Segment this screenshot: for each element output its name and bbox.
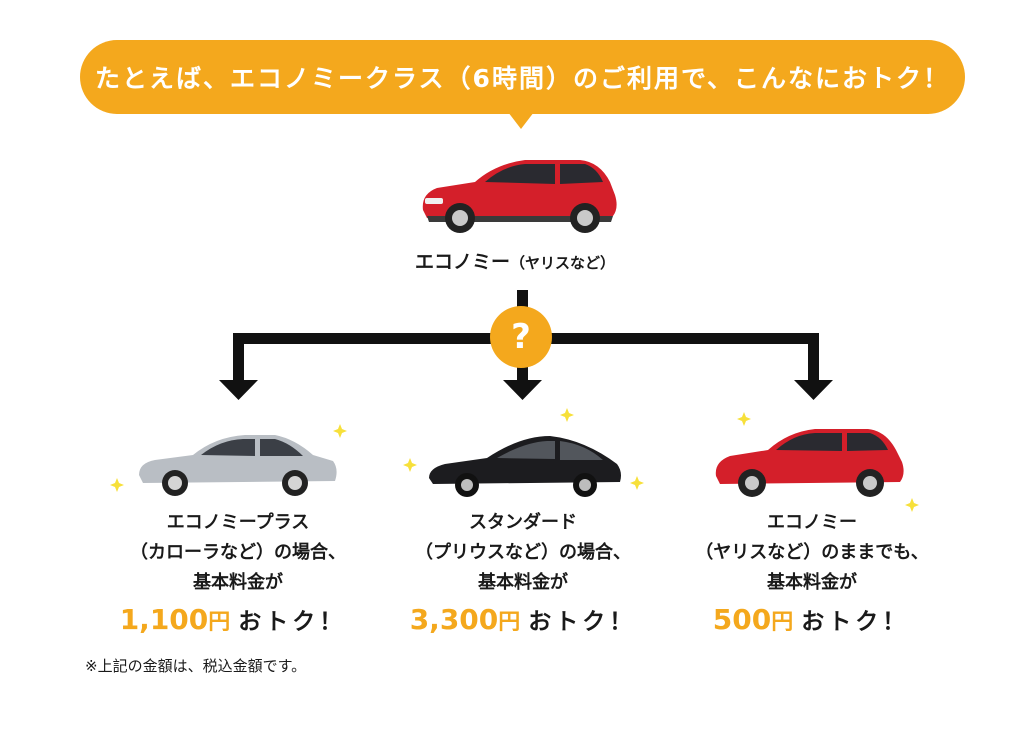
question-mark-icon: ? bbox=[490, 306, 552, 368]
economy-car-image bbox=[415, 150, 625, 240]
option-desc: 基本料金が bbox=[478, 572, 568, 593]
economy-label-main: エコノミー bbox=[414, 251, 510, 273]
option-desc: 基本料金が bbox=[767, 572, 857, 593]
sparkle-icon bbox=[905, 498, 919, 512]
economy-label: エコノミー（ヤリスなど） bbox=[380, 247, 650, 274]
saving-amount: 500 bbox=[712, 603, 772, 636]
sparkle-icon bbox=[110, 478, 124, 492]
option-desc: （ヤリスなど）のままでも、 bbox=[695, 542, 929, 563]
arrow-left bbox=[219, 380, 258, 400]
headline-text: たとえば、エコノミークラス（6時間）のご利用で、こんなにおトク！ bbox=[95, 64, 950, 93]
sparkle-icon bbox=[333, 424, 347, 438]
option-desc: （プリウスなど）の場合、 bbox=[415, 542, 631, 563]
saving-economy: 500円おトク！ bbox=[661, 602, 961, 636]
yen-unit: 円 bbox=[771, 610, 794, 635]
yen-unit: 円 bbox=[498, 610, 521, 635]
option-title: エコノミープラス bbox=[166, 512, 310, 533]
saving-suffix: おトク！ bbox=[801, 609, 910, 635]
arrow-right bbox=[794, 380, 833, 400]
option-desc: 基本料金が bbox=[193, 572, 283, 593]
option-standard: スタンダード （プリウスなど）の場合、 基本料金が bbox=[383, 508, 663, 598]
sparkle-icon bbox=[737, 412, 751, 426]
option-economy-plus: エコノミープラス （カローラなど）の場合、 基本料金が bbox=[98, 508, 378, 598]
arrow-center bbox=[503, 380, 542, 400]
prius-car-image bbox=[425, 430, 625, 500]
economy-label-sub: （ヤリスなど） bbox=[510, 254, 616, 272]
saving-economy-plus: 1,100円おトク！ bbox=[83, 602, 383, 636]
option-title: スタンダード bbox=[469, 512, 577, 533]
saving-suffix: おトク！ bbox=[528, 609, 637, 635]
sparkle-icon bbox=[630, 476, 644, 490]
headline-banner: たとえば、エコノミークラス（6時間）のご利用で、こんなにおトク！ bbox=[80, 40, 965, 114]
saving-amount: 1,100 bbox=[119, 603, 209, 636]
saving-suffix: おトク！ bbox=[238, 609, 347, 635]
saving-standard: 3,300円おトク！ bbox=[373, 602, 673, 636]
option-economy: エコノミー （ヤリスなど）のままでも、 基本料金が bbox=[672, 508, 952, 598]
corolla-car-image bbox=[135, 425, 340, 500]
saving-amount: 3,300 bbox=[409, 603, 499, 636]
yen-unit: 円 bbox=[208, 610, 231, 635]
sparkle-icon bbox=[403, 458, 417, 472]
option-desc: （カローラなど）の場合、 bbox=[130, 542, 346, 563]
yaris-car-image bbox=[710, 420, 910, 500]
tax-note: ※上記の金額は、税込金額です。 bbox=[85, 657, 307, 675]
banner-pointer bbox=[508, 112, 534, 129]
sparkle-icon bbox=[560, 408, 574, 422]
option-title: エコノミー bbox=[767, 512, 857, 533]
